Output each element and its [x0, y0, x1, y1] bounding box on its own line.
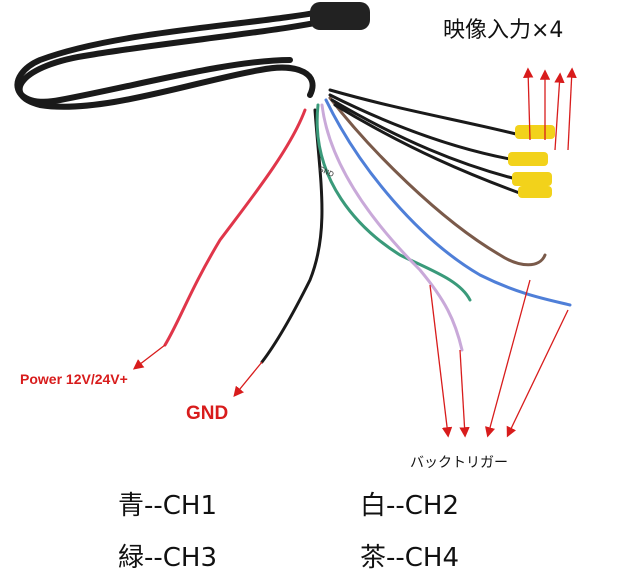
power-label: Power 12V/24V+: [20, 371, 128, 387]
channel-label-ch1: 青--CH1: [118, 491, 218, 521]
brown-wire: [328, 96, 547, 267]
video-input-label: 映像入力×4: [443, 18, 564, 43]
annotation-arrows: [132, 67, 577, 438]
white-wire: [320, 103, 464, 352]
blue-wire: [324, 98, 572, 307]
channel-label-ch3: 緑--CH3: [118, 543, 218, 573]
wire-bundle: [163, 88, 572, 364]
channel-label-ch2: 白--CH2: [360, 491, 460, 521]
red-power-wire: [163, 108, 307, 347]
back-trigger-label: バックトリガー: [410, 455, 508, 471]
gnd-label: GND: [186, 403, 229, 424]
video-wires: [328, 88, 527, 197]
black-gnd-wire: [260, 108, 324, 364]
rca-connectors: [508, 125, 555, 198]
main-black-cable: [14, 2, 370, 110]
channel-label-ch4: 茶--CH4: [360, 543, 460, 573]
green-wire: [315, 103, 472, 302]
